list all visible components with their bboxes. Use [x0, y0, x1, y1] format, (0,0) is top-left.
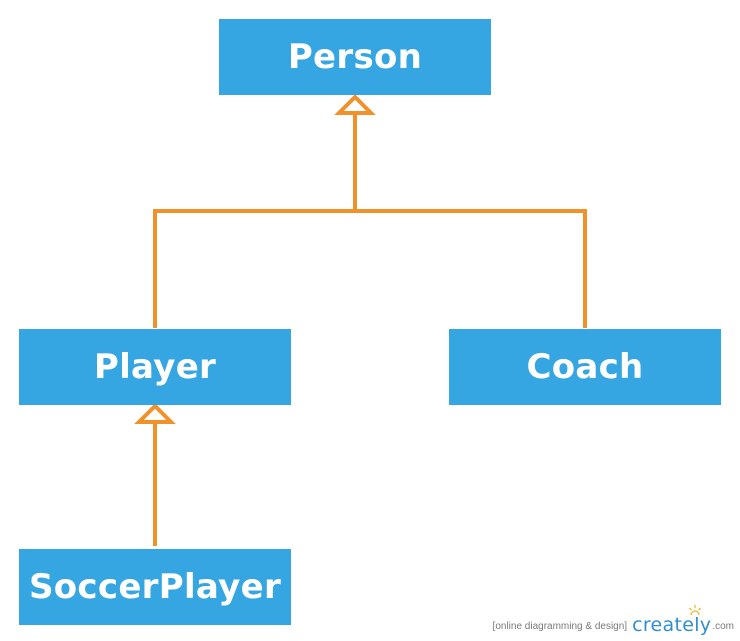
creately-logo-text: creately — [632, 614, 712, 636]
sun-icon — [689, 605, 702, 616]
creately-logo: creately — [632, 605, 712, 636]
inheritance-line-player-person — [153, 209, 587, 328]
class-coach[interactable]: Coach — [449, 329, 721, 405]
inheritance-arrowhead-player — [134, 403, 176, 424]
watermark-tagline: [online diagramming & design] — [492, 621, 628, 632]
watermark-domain: .com — [712, 621, 734, 632]
class-soccerplayer-label: SoccerPlayer — [28, 567, 282, 607]
class-person-label: Person — [287, 37, 423, 77]
watermark: [online diagramming & design] creately .… — [492, 605, 734, 636]
class-player[interactable]: Player — [19, 329, 291, 405]
class-coach-label: Coach — [526, 347, 644, 387]
class-player-label: Player — [93, 347, 217, 387]
inheritance-arrowhead-person — [334, 94, 376, 115]
class-person[interactable]: Person — [219, 19, 491, 95]
class-soccerplayer[interactable]: SoccerPlayer — [19, 549, 291, 625]
